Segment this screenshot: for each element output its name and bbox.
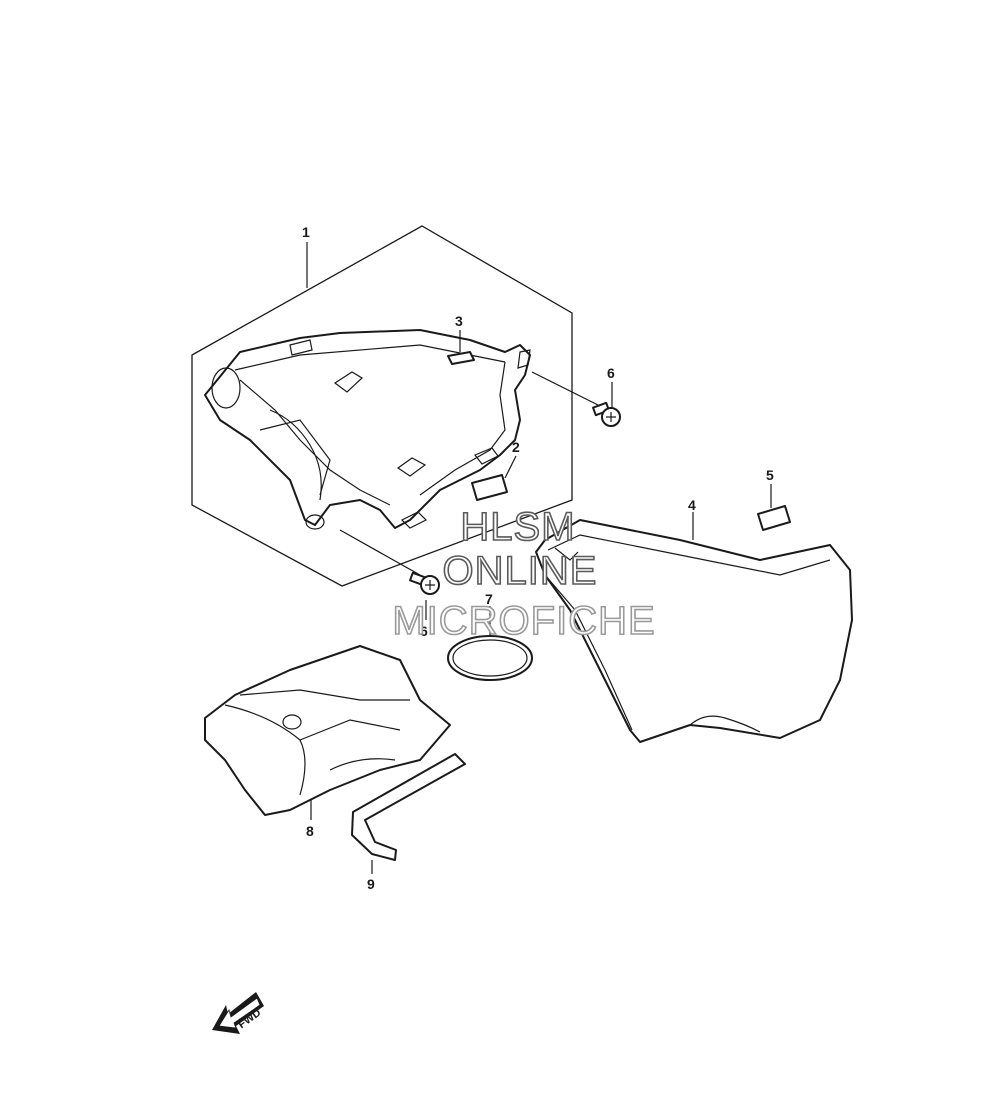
part-6-screw-upper[interactable] — [592, 401, 621, 427]
callout-6-upper: 6 — [607, 365, 615, 381]
part-5-pad[interactable] — [757, 505, 791, 531]
part-1-frame-bracket[interactable] — [204, 329, 531, 530]
part-6-screw-lower[interactable] — [409, 571, 440, 595]
part-9-hex-key[interactable] — [351, 753, 466, 861]
callout-1: 1 — [302, 224, 310, 240]
watermark-line-2: ONLINE — [443, 549, 598, 593]
fwd-arrow-icon: FWD — [212, 992, 264, 1034]
callout-9: 9 — [367, 876, 375, 892]
callout-3: 3 — [455, 313, 463, 329]
watermark-line-3: MICROFICHE — [392, 599, 655, 643]
assembly-boundary — [191, 225, 573, 587]
part-8-cover-bag[interactable] — [204, 645, 451, 816]
callout-4: 4 — [688, 497, 696, 513]
part-3-clip[interactable] — [447, 351, 475, 365]
callout-6-lower: 6 — [420, 623, 428, 639]
leader-lines — [306, 242, 772, 874]
callout-5: 5 — [766, 467, 774, 483]
part-7-o-ring[interactable] — [447, 635, 533, 681]
watermark-line-1: HLSM — [460, 505, 575, 549]
part-2-pad[interactable] — [471, 474, 508, 501]
callout-2: 2 — [512, 439, 520, 455]
callout-8: 8 — [306, 823, 314, 839]
callout-7: 7 — [485, 591, 493, 607]
part-4-side-cover[interactable] — [535, 519, 853, 743]
